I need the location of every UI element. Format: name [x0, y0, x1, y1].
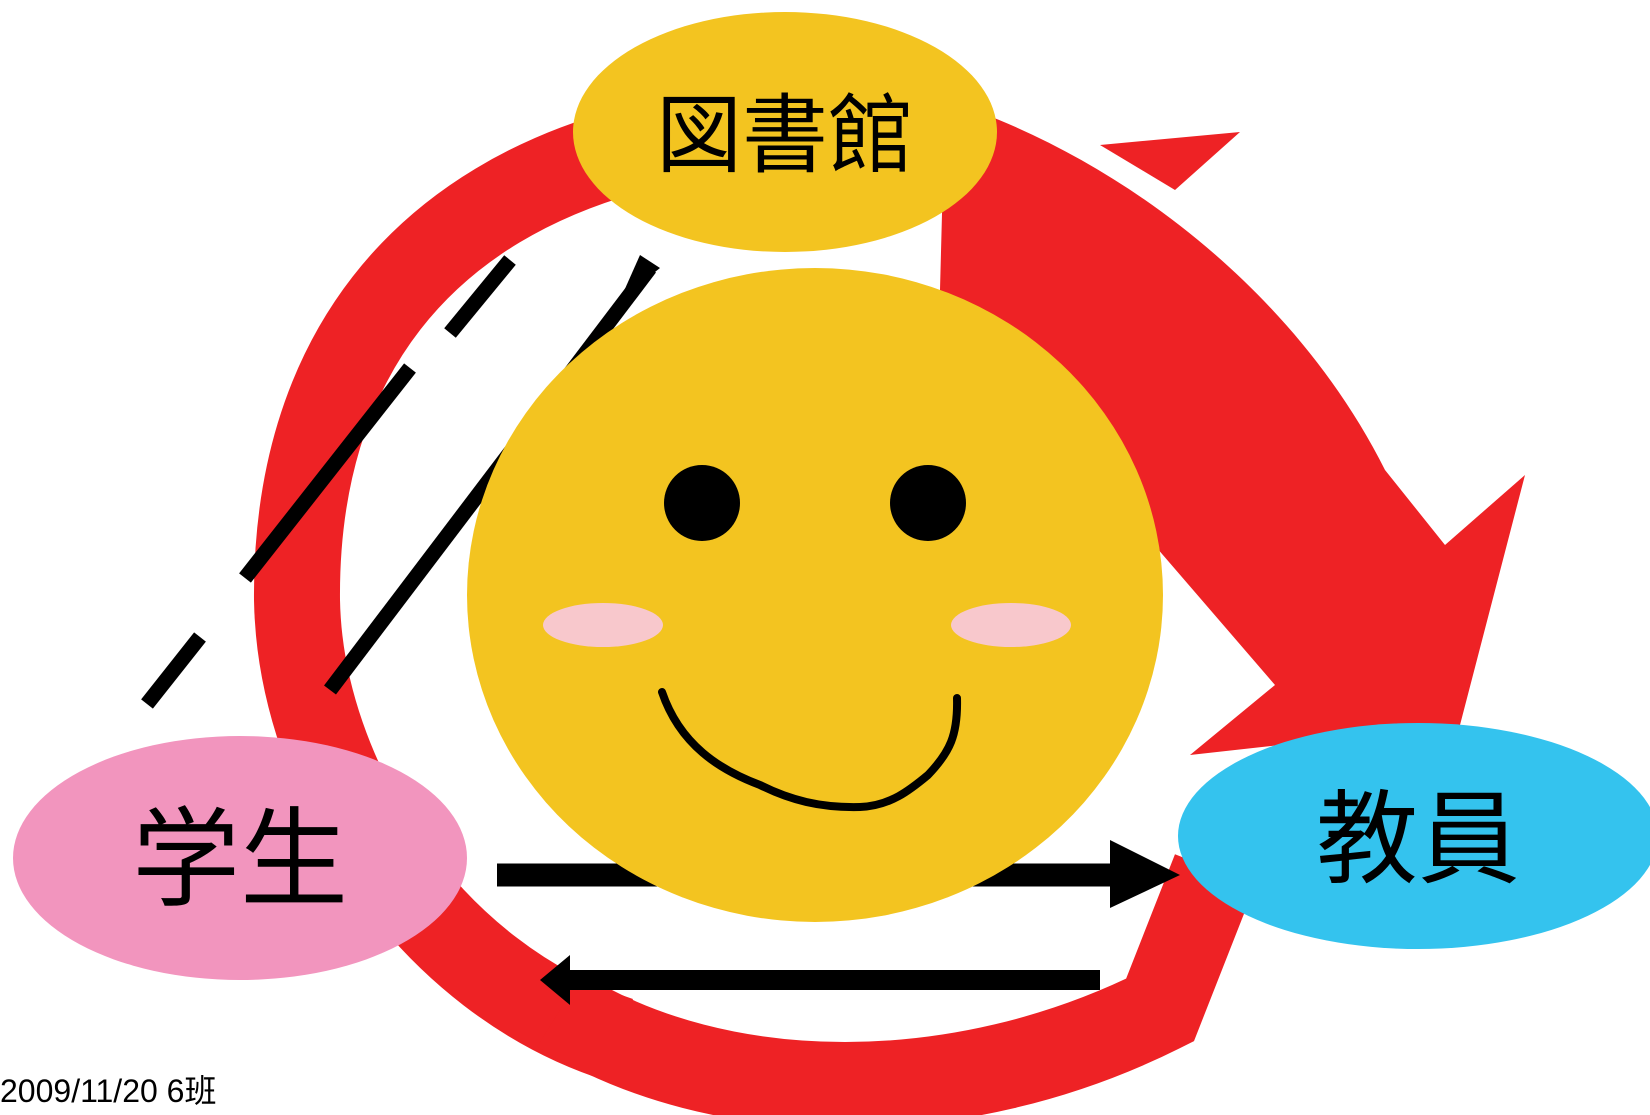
cycle-ring [253, 100, 1525, 1115]
arrow-library-to-student-dash3 [444, 255, 516, 338]
node-library-ellipse [573, 12, 997, 252]
node-student: 学生 [13, 736, 467, 980]
node-library-label: 図書館 [656, 86, 914, 186]
arrow-head-teacher [1110, 840, 1180, 908]
node-student-ellipse [13, 736, 467, 980]
node-teacher-ellipse [1178, 723, 1650, 949]
cycle-ring-bottom-arc [537, 854, 1256, 1115]
smiley-mouth [658, 688, 962, 812]
node-student-label: 学生 [132, 798, 348, 923]
arrow-library-to-student-dash2 [141, 632, 206, 709]
arrow-head-library [620, 255, 660, 300]
smiley-right-eye [890, 465, 966, 541]
arrow-head-student [540, 955, 570, 1005]
node-teacher: 教員 [1178, 723, 1650, 949]
node-teacher-label: 教員 [1316, 781, 1520, 900]
arrow-library-to-student-dash1 [239, 363, 416, 583]
smiley-right-cheek [951, 603, 1071, 647]
cycle-arrow-barb [1100, 132, 1240, 190]
node-library: 図書館 [573, 12, 997, 252]
smiley-head [467, 268, 1163, 922]
smiley-face [467, 268, 1163, 922]
cycle-arrow-head [940, 100, 1525, 755]
footer-date-group: 2009/11/20 6班 [0, 1073, 216, 1109]
smiley-left-eye [664, 465, 740, 541]
smiley-left-cheek [543, 603, 663, 647]
cycle-ring-left-arc [253, 103, 661, 1081]
